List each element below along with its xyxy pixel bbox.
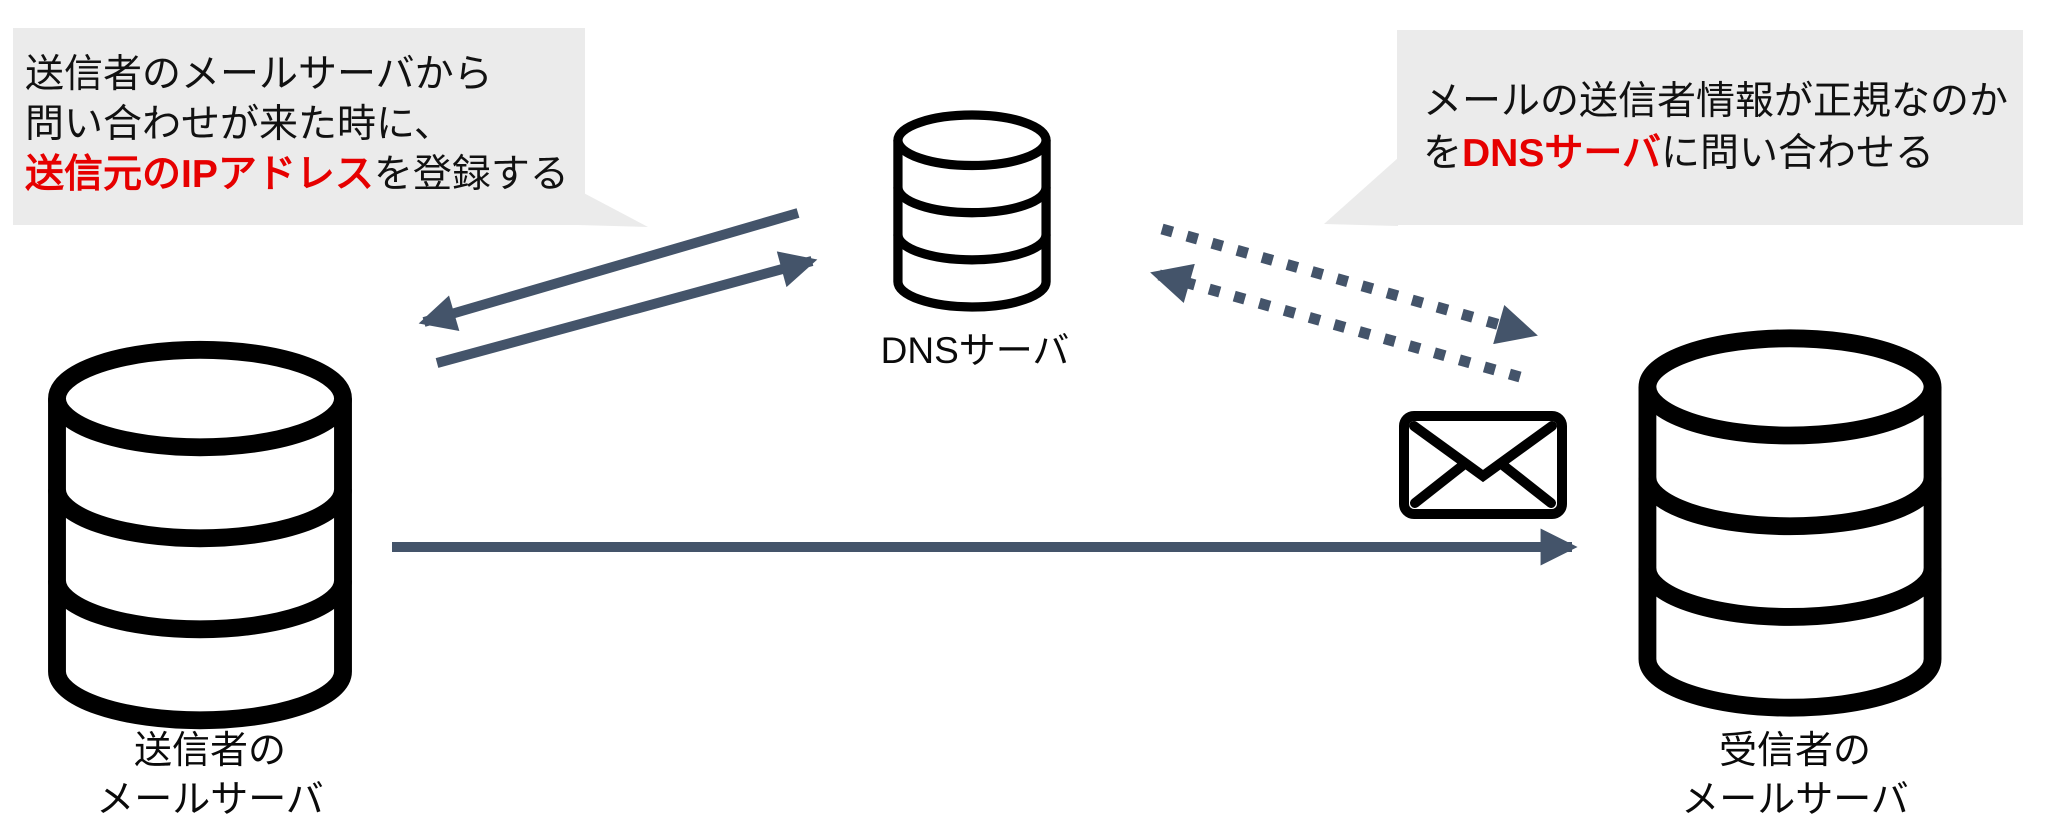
highlight-dns-server: DNSサーバ <box>1462 132 1661 175</box>
dns-server-label: DNSサーバ <box>880 330 1070 371</box>
receiver-mail-server-database-icon <box>1628 324 1952 722</box>
dotted-arrow-receiver-to-dns <box>1150 263 1522 383</box>
receiver-mail-server-label: 受信者の メールサーバ <box>1681 730 1909 821</box>
right-callout-tail <box>1324 158 1398 226</box>
sender-mail-server-label: 送信者の メールサーバ <box>96 730 324 821</box>
callout-text-line: 問い合わせが来た時に、 <box>25 103 453 146</box>
callout-dns-query: メールの送信者情報が正規なのか をDNSサーバに問い合わせる <box>1397 30 2023 225</box>
callout-spf-register: 送信者のメールサーバから 問い合わせが来た時に、 送信元のIPアドレスを登録する <box>13 28 585 225</box>
dns-server-database-icon <box>886 110 1058 312</box>
arrow-sender-to-dns <box>435 251 818 368</box>
highlight-ip-address: 送信元のIPアドレス <box>25 153 374 196</box>
sender-mail-server-database-icon <box>35 340 365 730</box>
dotted-arrow-dns-to-receiver <box>1160 223 1538 345</box>
callout-text-line: をDNSサーバに問い合わせる <box>1423 132 1934 175</box>
arrow-dns-to-sender <box>418 208 800 331</box>
left-callout-tail <box>578 190 648 227</box>
callout-text-line: 送信元のIPアドレスを登録する <box>25 153 569 196</box>
callout-text-line: 送信者のメールサーバから <box>25 53 493 96</box>
callout-text-line: メールの送信者情報が正規なのか <box>1423 80 2009 123</box>
envelope-icon <box>1398 410 1568 520</box>
